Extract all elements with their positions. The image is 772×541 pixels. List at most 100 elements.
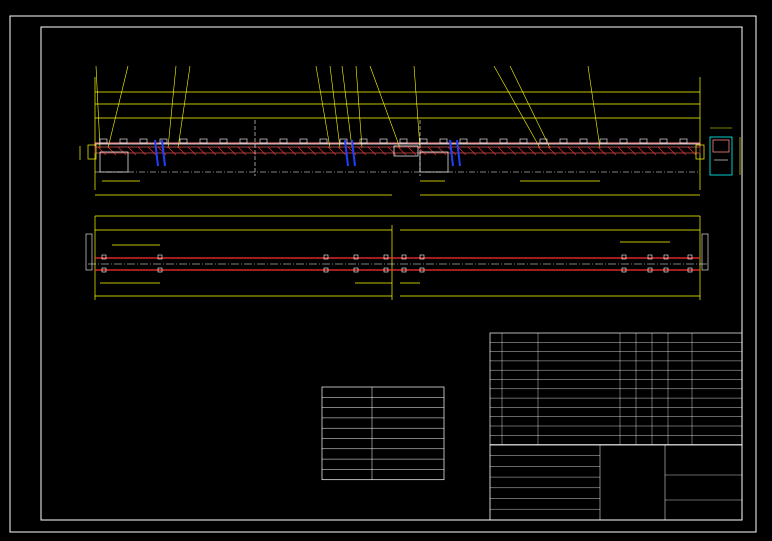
elevation-block [459,138,468,144]
elevation-brace [567,146,577,156]
plan-post-bottom [647,267,653,273]
elevation-brace [377,146,387,156]
elevation-brace [607,146,617,156]
plan-post-top [621,254,627,260]
plan-post-top [401,254,407,260]
elevation-block [239,138,248,144]
elevation-block [439,138,448,144]
elevation-brace [207,146,217,156]
elevation-block [119,138,128,144]
elevation-left-end [87,144,97,160]
elevation-brace [167,146,177,156]
elevation-brace [337,146,347,156]
elevation-block [219,138,228,144]
elevation-top-chord [94,142,701,148]
elevation-block [299,138,308,144]
elevation-brace [387,146,397,156]
plan-right-end [701,233,709,271]
elevation-brace [367,146,377,156]
elevation-brace [497,146,507,156]
elevation-support-bar [449,139,454,167]
plan-post-bottom [401,267,407,273]
elevation-brace [477,146,487,156]
elevation-support-right [419,151,449,173]
elevation-brace [307,146,317,156]
elevation-brace [277,146,287,156]
elevation-brace [627,146,637,156]
elevation-brace [647,146,657,156]
plan-post-top [157,254,163,260]
elevation-block [99,138,108,144]
elevation-brace [657,146,667,156]
elevation-brace [437,146,447,156]
plan-post-bottom [383,267,389,273]
elevation-view [79,65,705,196]
elevation-brace [287,146,297,156]
elevation-support-mid [393,145,419,157]
elevation-dimensions [79,77,701,196]
elevation-block [499,138,508,144]
elevation-top-blocks [99,138,688,144]
elevation-block [579,138,588,144]
plan-post-top [419,254,425,260]
elevation-block [199,138,208,144]
parts-list-table [489,332,743,445]
plan-post-bottom [157,267,163,273]
elevation-brace [597,146,607,156]
elevation-block [679,138,688,144]
elevation-brace [527,146,537,156]
elevation-diagonal-bracing [97,146,697,156]
elevation-block [179,138,188,144]
elevation-right-end [695,144,705,160]
elevation-block [639,138,648,144]
elevation-bottom-chord [94,146,701,154]
elevation-support-bar [154,139,159,167]
elevation-brace [687,146,697,156]
elevation-brace [347,146,357,156]
plan-post-top [687,254,693,260]
plan-posts [101,254,693,273]
elevation-block [139,138,148,144]
elevation-blue-supports [154,139,461,167]
elevation-block [539,138,548,144]
plan-post-bottom [353,267,359,273]
elevation-brace [677,146,687,156]
elevation-brace [247,146,257,156]
plan-dimensions [94,215,701,300]
elevation-block [379,138,388,144]
elevation-brace [417,146,427,156]
elevation-support-bar [351,139,356,167]
plan-post-bottom [101,267,107,273]
elevation-support-bar [456,139,461,167]
elevation-block [279,138,288,144]
elevation-brace [147,146,157,156]
elevation-brace [577,146,587,156]
elevation-brace [487,146,497,156]
elevation-brace [327,146,337,156]
elevation-brace [217,146,227,156]
elevation-block [339,138,348,144]
elevation-block [479,138,488,144]
elevation-block [559,138,568,144]
elevation-brace [237,146,247,156]
elevation-block [159,138,168,144]
elevation-block [599,138,608,144]
elevation-brace [227,146,237,156]
plan-left-end [85,233,93,271]
plan-post-top [383,254,389,260]
elevation-brace [197,146,207,156]
outer-frame [9,15,757,533]
plan-post-top [323,254,329,260]
elevation-block [259,138,268,144]
elevation-block [659,138,668,144]
elevation-brace [127,146,137,156]
elevation-brace [467,146,477,156]
elevation-support-bar [161,139,166,167]
plan-post-bottom [621,267,627,273]
plan-post-top [101,254,107,260]
elevation-brace [297,146,307,156]
elevation-brace [667,146,677,156]
elevation-block [519,138,528,144]
